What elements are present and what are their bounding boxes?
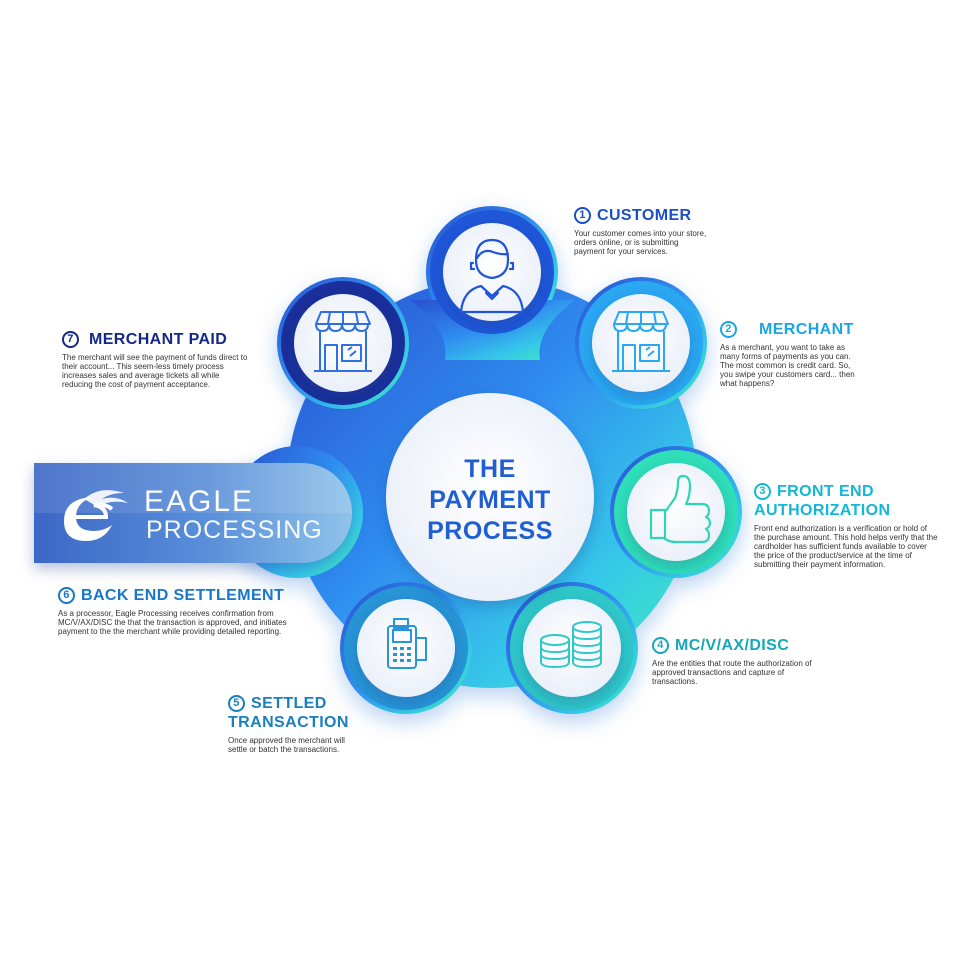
- step-title: FRONT END: [777, 483, 874, 500]
- step-number-badge: 5: [228, 695, 245, 712]
- store-icon: [612, 311, 670, 372]
- card-terminal-icon: [387, 618, 427, 669]
- step-card-networks: 4 MC/V/AX/DISC Are the entities that rou…: [652, 636, 822, 686]
- step-title: BACK END SETTLEMENT: [81, 587, 285, 604]
- customer-icon: [459, 238, 525, 314]
- coins-icon: [539, 621, 602, 669]
- step-description: Are the entities that route the authoriz…: [652, 659, 812, 686]
- page-title: THE PAYMENT PROCESS: [390, 400, 590, 600]
- title-line: PROCESS: [427, 516, 553, 545]
- thumbs-up-icon: [649, 474, 712, 544]
- step-number-badge: 4: [652, 637, 669, 654]
- center-disc: [386, 393, 594, 601]
- logo-word-eagle: EAGLE: [144, 485, 255, 518]
- title-line: PAYMENT: [429, 485, 551, 514]
- step-number-badge: 6: [58, 587, 75, 604]
- step-title-line2: AUTHORIZATION: [754, 502, 891, 519]
- step-number-badge: 2: [720, 321, 737, 338]
- step-number-badge: 7: [62, 331, 79, 348]
- store-icon: [314, 311, 372, 372]
- step-title-line2: TRANSACTION: [228, 714, 349, 731]
- step-title: CUSTOMER: [597, 207, 692, 224]
- step-merchant: 2 MERCHANT As a merchant, you want to ta…: [720, 320, 870, 388]
- step-title: MERCHANT: [759, 321, 854, 338]
- step-description: Your customer comes into your store, ord…: [574, 229, 707, 256]
- step-description: Front end authorization is a verificatio…: [754, 524, 938, 569]
- step-description: As a processor, Eagle Processing receive…: [58, 609, 287, 636]
- step-title: MC/V/AX/DISC: [675, 637, 790, 654]
- step-description: Once approved the merchant will settle o…: [228, 736, 345, 754]
- step-customer: 1 CUSTOMER Your customer comes into your…: [574, 206, 724, 256]
- eagle-icon: [64, 490, 128, 541]
- step-number-badge: 3: [754, 483, 771, 500]
- step-description: The merchant will see the payment of fun…: [62, 353, 248, 389]
- step-front-end-authorization: 3 FRONT END AUTHORIZATION Front end auth…: [754, 482, 940, 569]
- eagle-processing-logo: EAGLE PROCESSING: [34, 463, 352, 563]
- step-merchant-paid: 7 MERCHANT PAID The merchant will see th…: [62, 330, 250, 389]
- step-number-badge: 1: [574, 207, 591, 224]
- logo-word-processing: PROCESSING: [146, 516, 323, 544]
- step-settled-transaction: 5 SETTLED TRANSACTION Once approved the …: [228, 694, 368, 754]
- step-description: As a merchant, you want to take as many …: [720, 343, 855, 388]
- step-title: SETTLED: [251, 695, 327, 712]
- step-title: MERCHANT PAID: [89, 331, 228, 348]
- title-line: THE: [464, 454, 516, 483]
- step-back-end-settlement: 6 BACK END SETTLEMENT As a processor, Ea…: [58, 586, 298, 636]
